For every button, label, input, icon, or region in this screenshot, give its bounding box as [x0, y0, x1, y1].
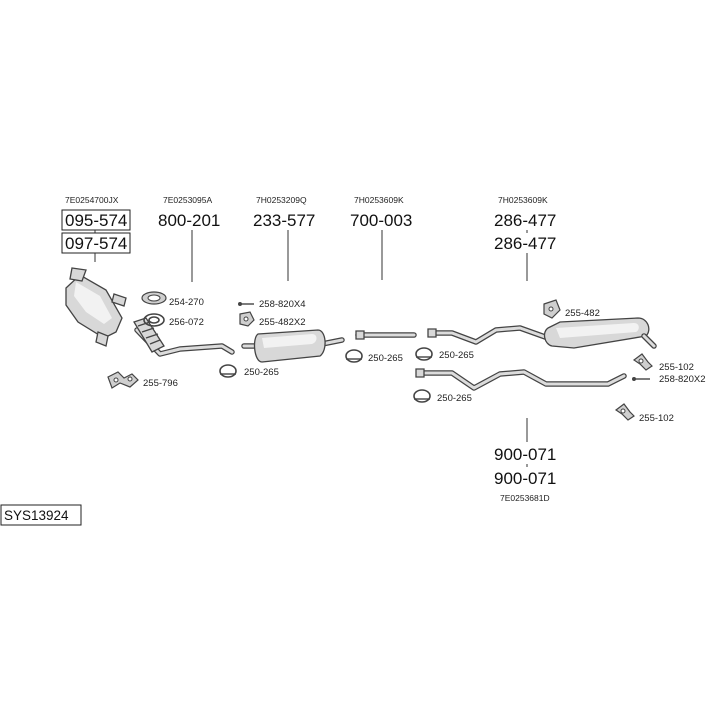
system-code-box: [0, 504, 82, 526]
dpf-catalyst-part[interactable]: [65, 267, 127, 347]
oem-code-front-pipe: 7E0253095A: [163, 195, 212, 205]
bracket-255-796-part[interactable]: [107, 371, 139, 389]
seal-ring-256-072-part[interactable]: [143, 313, 165, 327]
accessory-label-250-265-centre[interactable]: 250-265: [244, 367, 279, 378]
accessory-label-250-265-rear-lower[interactable]: 250-265: [437, 393, 472, 404]
rubber-mount-255-482-part[interactable]: [543, 299, 561, 319]
gasket-254-270-part[interactable]: [141, 291, 167, 305]
bolt-258-820x4-part[interactable]: [238, 302, 254, 306]
part-number-intermediate-pipe[interactable]: 700-003: [350, 211, 412, 230]
part-number-box-dpf-2[interactable]: [61, 232, 131, 254]
accessory-label-256-072[interactable]: 256-072: [169, 317, 204, 328]
tail-pipe-part[interactable]: [415, 368, 627, 391]
accessory-label-255-796[interactable]: 255-796: [143, 378, 178, 389]
hanger-255-102-lower-part[interactable]: [614, 403, 635, 421]
oem-code-centre-muffler: 7H0253209Q: [256, 195, 307, 205]
part-number-rear-muffler-1[interactable]: 286-477: [494, 211, 556, 230]
intermediate-pipe-part[interactable]: [355, 330, 417, 340]
rear-muffler-part[interactable]: [427, 317, 657, 349]
part-number-tail-pipe-2[interactable]: 900-071: [494, 469, 556, 488]
part-number-front-pipe[interactable]: 800-201: [158, 211, 220, 230]
accessory-label-250-265-rear-upper[interactable]: 250-265: [439, 350, 474, 361]
oem-code-tail-pipe: 7E0253681D: [500, 493, 550, 503]
centre-muffler-part[interactable]: [241, 329, 345, 363]
accessory-label-255-482x2[interactable]: 255-482X2: [259, 317, 305, 328]
accessory-label-255-102-lower[interactable]: 255-102: [639, 413, 674, 424]
rubber-mount-255-482x2-part[interactable]: [239, 311, 255, 327]
hanger-255-102-upper-part[interactable]: [632, 353, 653, 371]
part-number-box-dpf-1[interactable]: [61, 209, 131, 231]
part-number-rear-muffler-2[interactable]: 286-477: [494, 234, 556, 253]
system-code: SYS13924: [4, 508, 69, 523]
oem-code-intermediate-pipe: 7H0253609K: [354, 195, 404, 205]
clamp-250-265-intermediate-part[interactable]: [345, 349, 363, 363]
front-pipe-part[interactable]: [133, 317, 235, 357]
clamp-250-265-centre-part[interactable]: [219, 364, 237, 378]
part-number-tail-pipe-1[interactable]: 900-071: [494, 445, 556, 464]
accessory-label-258-820x2[interactable]: 258-820X2: [659, 374, 705, 385]
accessory-label-255-482[interactable]: 255-482: [565, 308, 600, 319]
clamp-250-265-rear-lower-part[interactable]: [413, 389, 431, 403]
part-number-dpf-2[interactable]: 097-574: [65, 234, 127, 253]
accessory-label-250-265-intermediate[interactable]: 250-265: [368, 353, 403, 364]
clamp-250-265-rear-upper-part[interactable]: [415, 347, 433, 361]
accessory-label-255-102-upper[interactable]: 255-102: [659, 362, 694, 373]
accessory-label-258-820x4[interactable]: 258-820X4: [259, 299, 305, 310]
oem-code-dpf: 7E0254700JX: [65, 195, 119, 205]
oem-code-rear-muffler: 7H0253609K: [498, 195, 548, 205]
part-number-centre-muffler[interactable]: 233-577: [253, 211, 315, 230]
accessory-label-254-270[interactable]: 254-270: [169, 297, 204, 308]
bolt-258-820x2-part[interactable]: [632, 377, 650, 381]
part-number-dpf-1[interactable]: 095-574: [65, 211, 127, 230]
